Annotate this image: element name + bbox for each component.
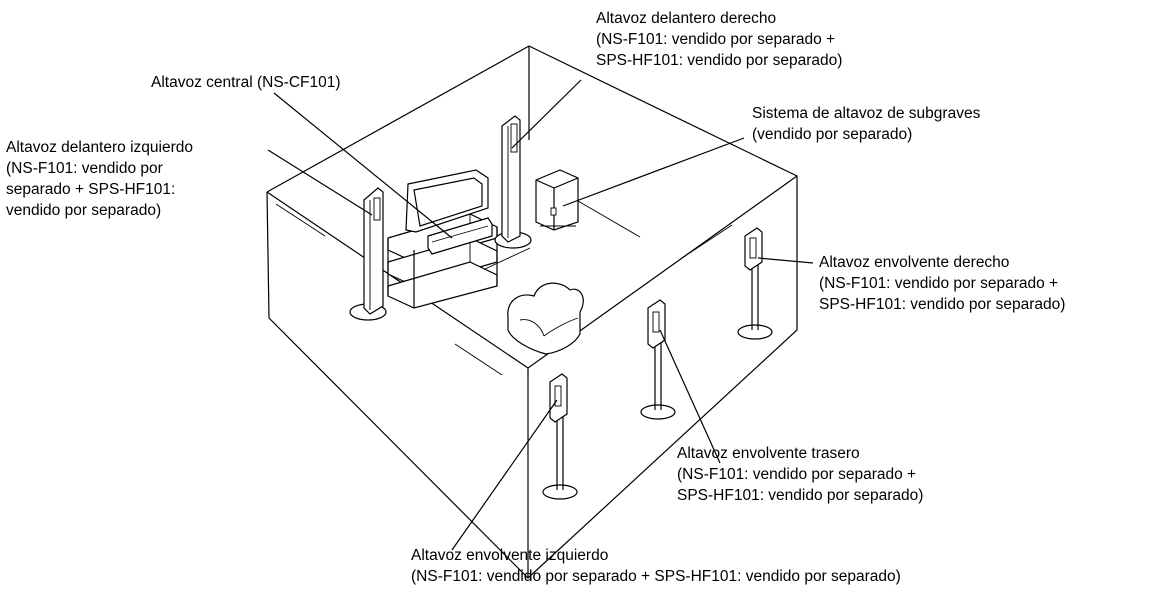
label-surround-right-speaker: Altavoz envolvente derecho (NS-F101: ven…: [819, 252, 1065, 315]
leader-surround-back: [659, 329, 721, 464]
label-line: vendido por separado): [6, 202, 162, 219]
label-surround-back-speaker: Altavoz envolvente trasero (NS-F101: ven…: [677, 443, 923, 506]
label-line: (NS-F101: vendido por separado +: [819, 275, 1059, 292]
leader-lines: [267, 79, 814, 551]
label-line: separado + SPS-HF101:: [6, 181, 176, 198]
surround-back-speaker: [640, 299, 676, 420]
label-line: SPS-HF101: vendido por separado): [677, 487, 924, 504]
label-subwoofer: Sistema de altavoz de subgraves (vendido…: [752, 103, 980, 145]
leader-surround-left: [451, 399, 558, 551]
leader-front-right: [511, 79, 582, 149]
label-line: Altavoz envolvente derecho: [819, 254, 1010, 271]
label-line: (NS-F101: vendido por separado + SPS-HF1…: [411, 568, 901, 585]
label-line: Altavoz delantero derecho: [596, 10, 777, 27]
surround-left-speaker: [542, 373, 578, 500]
front-left-speaker: [349, 187, 387, 321]
subwoofer: [535, 169, 579, 231]
center-speaker: [427, 217, 493, 255]
leader-surround-right: [757, 257, 814, 264]
label-line: SPS-HF101: vendido por separado): [819, 296, 1066, 313]
label-line: Altavoz delantero izquierdo: [6, 139, 193, 156]
label-surround-left-speaker: Altavoz envolvente izquierdo (NS-F101: v…: [411, 545, 901, 587]
leader-subwoofer: [562, 137, 745, 207]
label-front-left-speaker: Altavoz delantero izquierdo (NS-F101: ve…: [6, 137, 193, 221]
label-center-speaker: Altavoz central (NS-CF101): [151, 72, 341, 93]
front-right-speaker: [494, 115, 532, 249]
label-line: (NS-F101: vendido por: [6, 160, 163, 177]
surround-right-speaker: [737, 227, 773, 340]
label-line: Altavoz envolvente trasero: [677, 445, 860, 462]
leader-front-left: [267, 149, 373, 216]
label-line: Altavoz central (NS-CF101): [151, 74, 341, 91]
leader-center: [273, 92, 453, 239]
sofa: [507, 282, 584, 355]
label-line: Sistema de altavoz de subgraves: [752, 105, 981, 122]
label-line: Altavoz envolvente izquierdo: [411, 547, 609, 564]
label-front-right-speaker: Altavoz delantero derecho (NS-F101: vend…: [596, 8, 842, 71]
label-line: (vendido por separado): [752, 126, 913, 143]
label-line: SPS-HF101: vendido por separado): [596, 52, 843, 69]
label-line: (NS-F101: vendido por separado +: [677, 466, 917, 483]
label-line: (NS-F101: vendido por separado +: [596, 31, 836, 48]
